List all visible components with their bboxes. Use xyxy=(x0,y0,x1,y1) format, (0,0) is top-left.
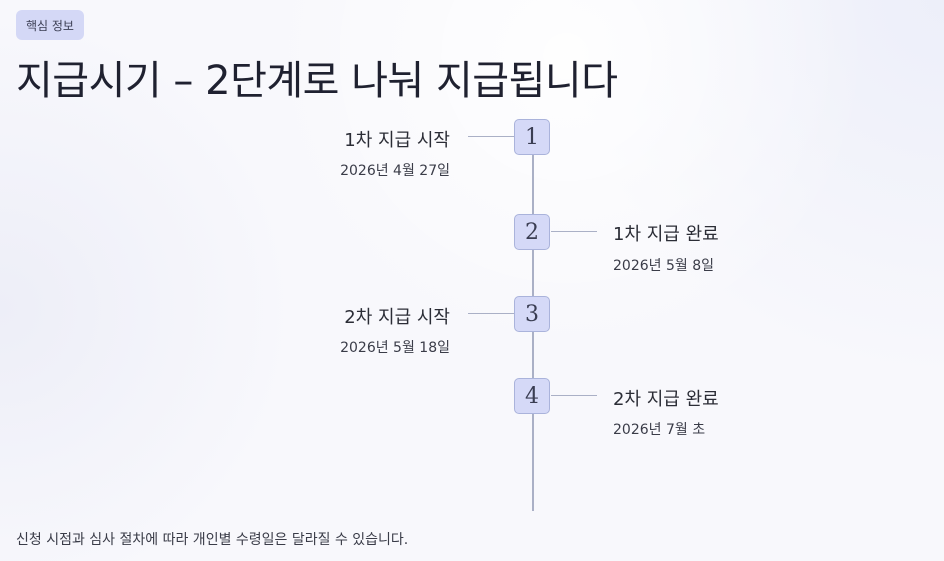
step-1-date: 2026년 4월 27일 xyxy=(340,163,450,179)
step-4-marker: 4 xyxy=(514,378,550,414)
page-title: 지급시기 – 2단계로 나눠 지급됩니다 xyxy=(16,58,618,104)
step-4-date: 2026년 7월 초 xyxy=(613,422,706,438)
step-1-connector xyxy=(468,136,514,137)
step-1-label: 1차 지급 시작 xyxy=(344,130,450,151)
footnote: 신청 시점과 심사 절차에 따라 개인별 수령일은 달라질 수 있습니다. xyxy=(16,532,409,548)
step-2-label: 1차 지급 완료 xyxy=(613,224,719,245)
step-1-marker: 1 xyxy=(514,119,550,155)
step-2-connector xyxy=(551,231,597,232)
step-4-connector xyxy=(551,395,597,396)
step-2-marker: 2 xyxy=(514,214,550,250)
step-3-date: 2026년 5월 18일 xyxy=(340,340,450,356)
key-info-badge: 핵심 정보 xyxy=(16,10,84,40)
step-3-connector xyxy=(468,313,514,314)
step-2-date: 2026년 5월 8일 xyxy=(613,258,714,274)
step-3-marker: 3 xyxy=(514,296,550,332)
step-4-label: 2차 지급 완료 xyxy=(613,389,719,410)
step-3-label: 2차 지급 시작 xyxy=(344,307,450,328)
